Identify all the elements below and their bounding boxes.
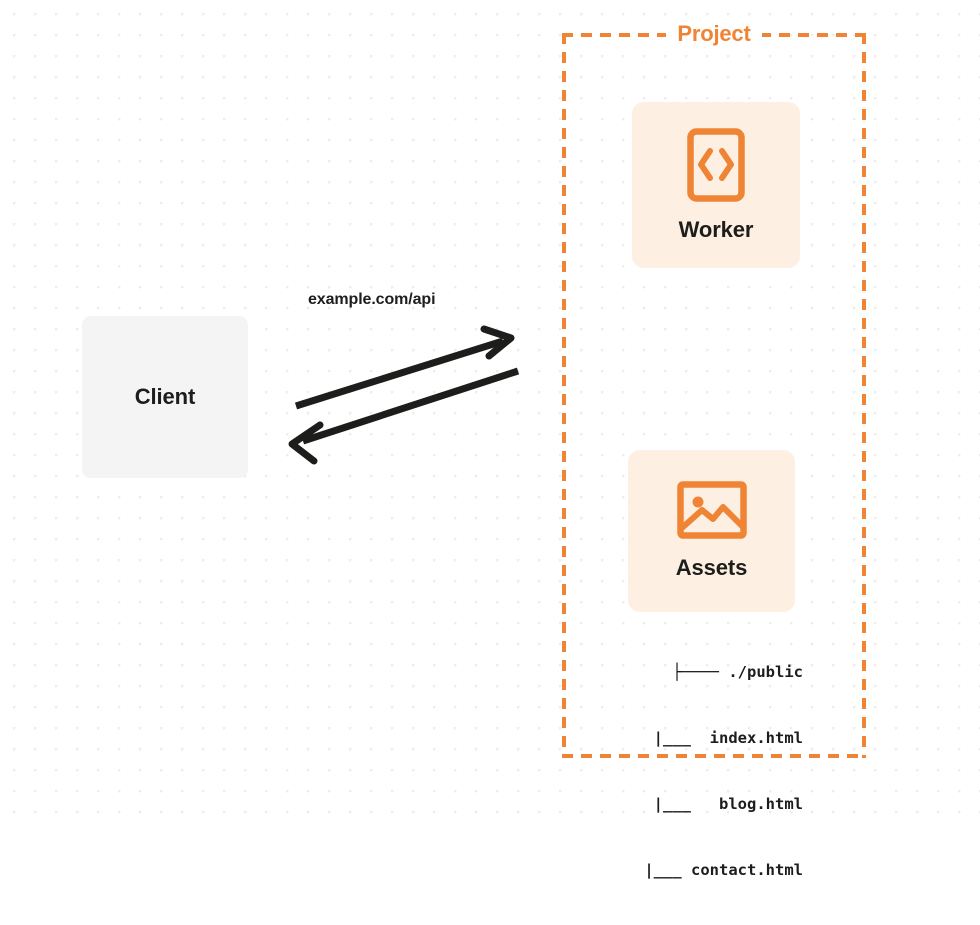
worker-card: Worker [632,102,800,268]
boundary-edge-top-left [562,33,666,37]
file-tree-row: |___ index.html [625,729,803,747]
project-title: Project [670,21,758,47]
worker-label: Worker [678,217,754,242]
client-node: Client [82,316,248,478]
architecture-diagram: Client example.com/api Project [0,0,980,879]
code-brackets-icon [686,127,746,203]
boundary-edge-left [562,33,566,758]
project-boundary: Project [562,21,866,758]
image-icon [676,481,747,539]
file-tree-row: |___ blog.html [625,795,803,813]
boundary-edge-top-right [762,33,866,37]
connection-label: example.com/api [308,291,436,308]
assets-file-tree: ├──── ./public |___ index.html |___ blog… [608,617,803,925]
client-label: Client [134,384,196,409]
file-tree-row: ├──── ./public [672,663,803,681]
boundary-edge-bottom [562,754,866,758]
response-arrow [288,367,520,465]
request-arrow [294,325,515,410]
assets-card: Assets [628,450,795,612]
boundary-edge-right [862,33,866,758]
file-tree-row: |___ contact.html [616,861,803,879]
assets-label: Assets [675,555,748,580]
